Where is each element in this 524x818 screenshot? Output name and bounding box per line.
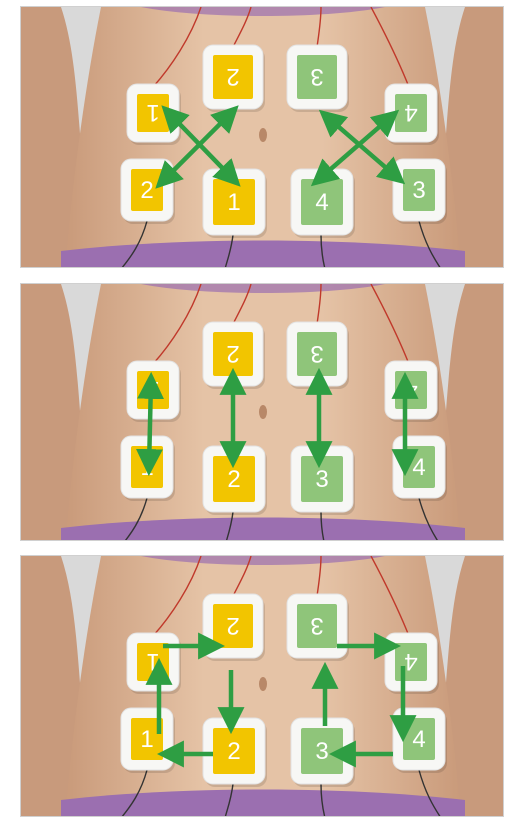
direction-arrow <box>149 380 151 468</box>
pad-number: 4 <box>412 454 425 481</box>
electrode-pad-green: 3 <box>393 159 447 224</box>
electrode-pad-green: 4 <box>291 169 355 238</box>
pad-number: 4 <box>315 189 328 216</box>
panel-loop-pattern: 1 2 1 2 3 4 3 4 <box>20 555 504 817</box>
electrode-pad-yellow: 2 <box>203 594 265 661</box>
pad-number: 2 <box>226 340 239 367</box>
pad-number: 2 <box>140 177 153 204</box>
panel-cross-pattern: 1 2 2 1 3 4 4 3 <box>20 6 504 268</box>
pad-number: 3 <box>412 177 425 204</box>
electrode-pad-green: 4 <box>385 84 439 145</box>
pad-number: 4 <box>412 726 425 753</box>
electrode-pad-green: 4 <box>385 633 439 694</box>
pad-number: 4 <box>404 99 417 126</box>
pad-number: 1 <box>146 99 159 126</box>
pad-number: 1 <box>227 189 240 216</box>
pad-number: 1 <box>140 726 153 753</box>
pad-number: 2 <box>227 738 240 765</box>
electrode-pad-green: 3 <box>287 594 349 661</box>
pad-number: 3 <box>310 63 323 90</box>
photo-illustration: 1 2 2 1 3 4 4 3 <box>21 7 504 268</box>
electrode-pad-yellow: 1 <box>127 361 181 422</box>
pad-number: 3 <box>315 466 328 493</box>
photo-illustration: 1 2 1 2 3 4 3 4 <box>21 556 504 817</box>
pad-number: 2 <box>226 63 239 90</box>
electrode-pad-green: 3 <box>291 446 355 515</box>
electrode-pad-yellow: 2 <box>121 159 175 224</box>
electrode-pad-yellow: 2 <box>203 45 265 112</box>
navel <box>259 677 267 691</box>
pad-number: 3 <box>310 340 323 367</box>
electrode-pad-green: 3 <box>287 45 349 112</box>
electrode-pad-yellow: 1 <box>121 708 175 773</box>
navel <box>259 128 267 142</box>
pad-number: 4 <box>404 648 417 675</box>
pad-number: 3 <box>315 738 328 765</box>
electrode-pad-yellow: 1 <box>127 633 181 694</box>
pad-number: 2 <box>226 612 239 639</box>
pad-number: 2 <box>227 466 240 493</box>
navel <box>259 405 267 419</box>
electrode-pad-green: 4 <box>385 361 439 422</box>
electrode-pad-green: 4 <box>393 436 447 501</box>
pad-number: 3 <box>310 612 323 639</box>
